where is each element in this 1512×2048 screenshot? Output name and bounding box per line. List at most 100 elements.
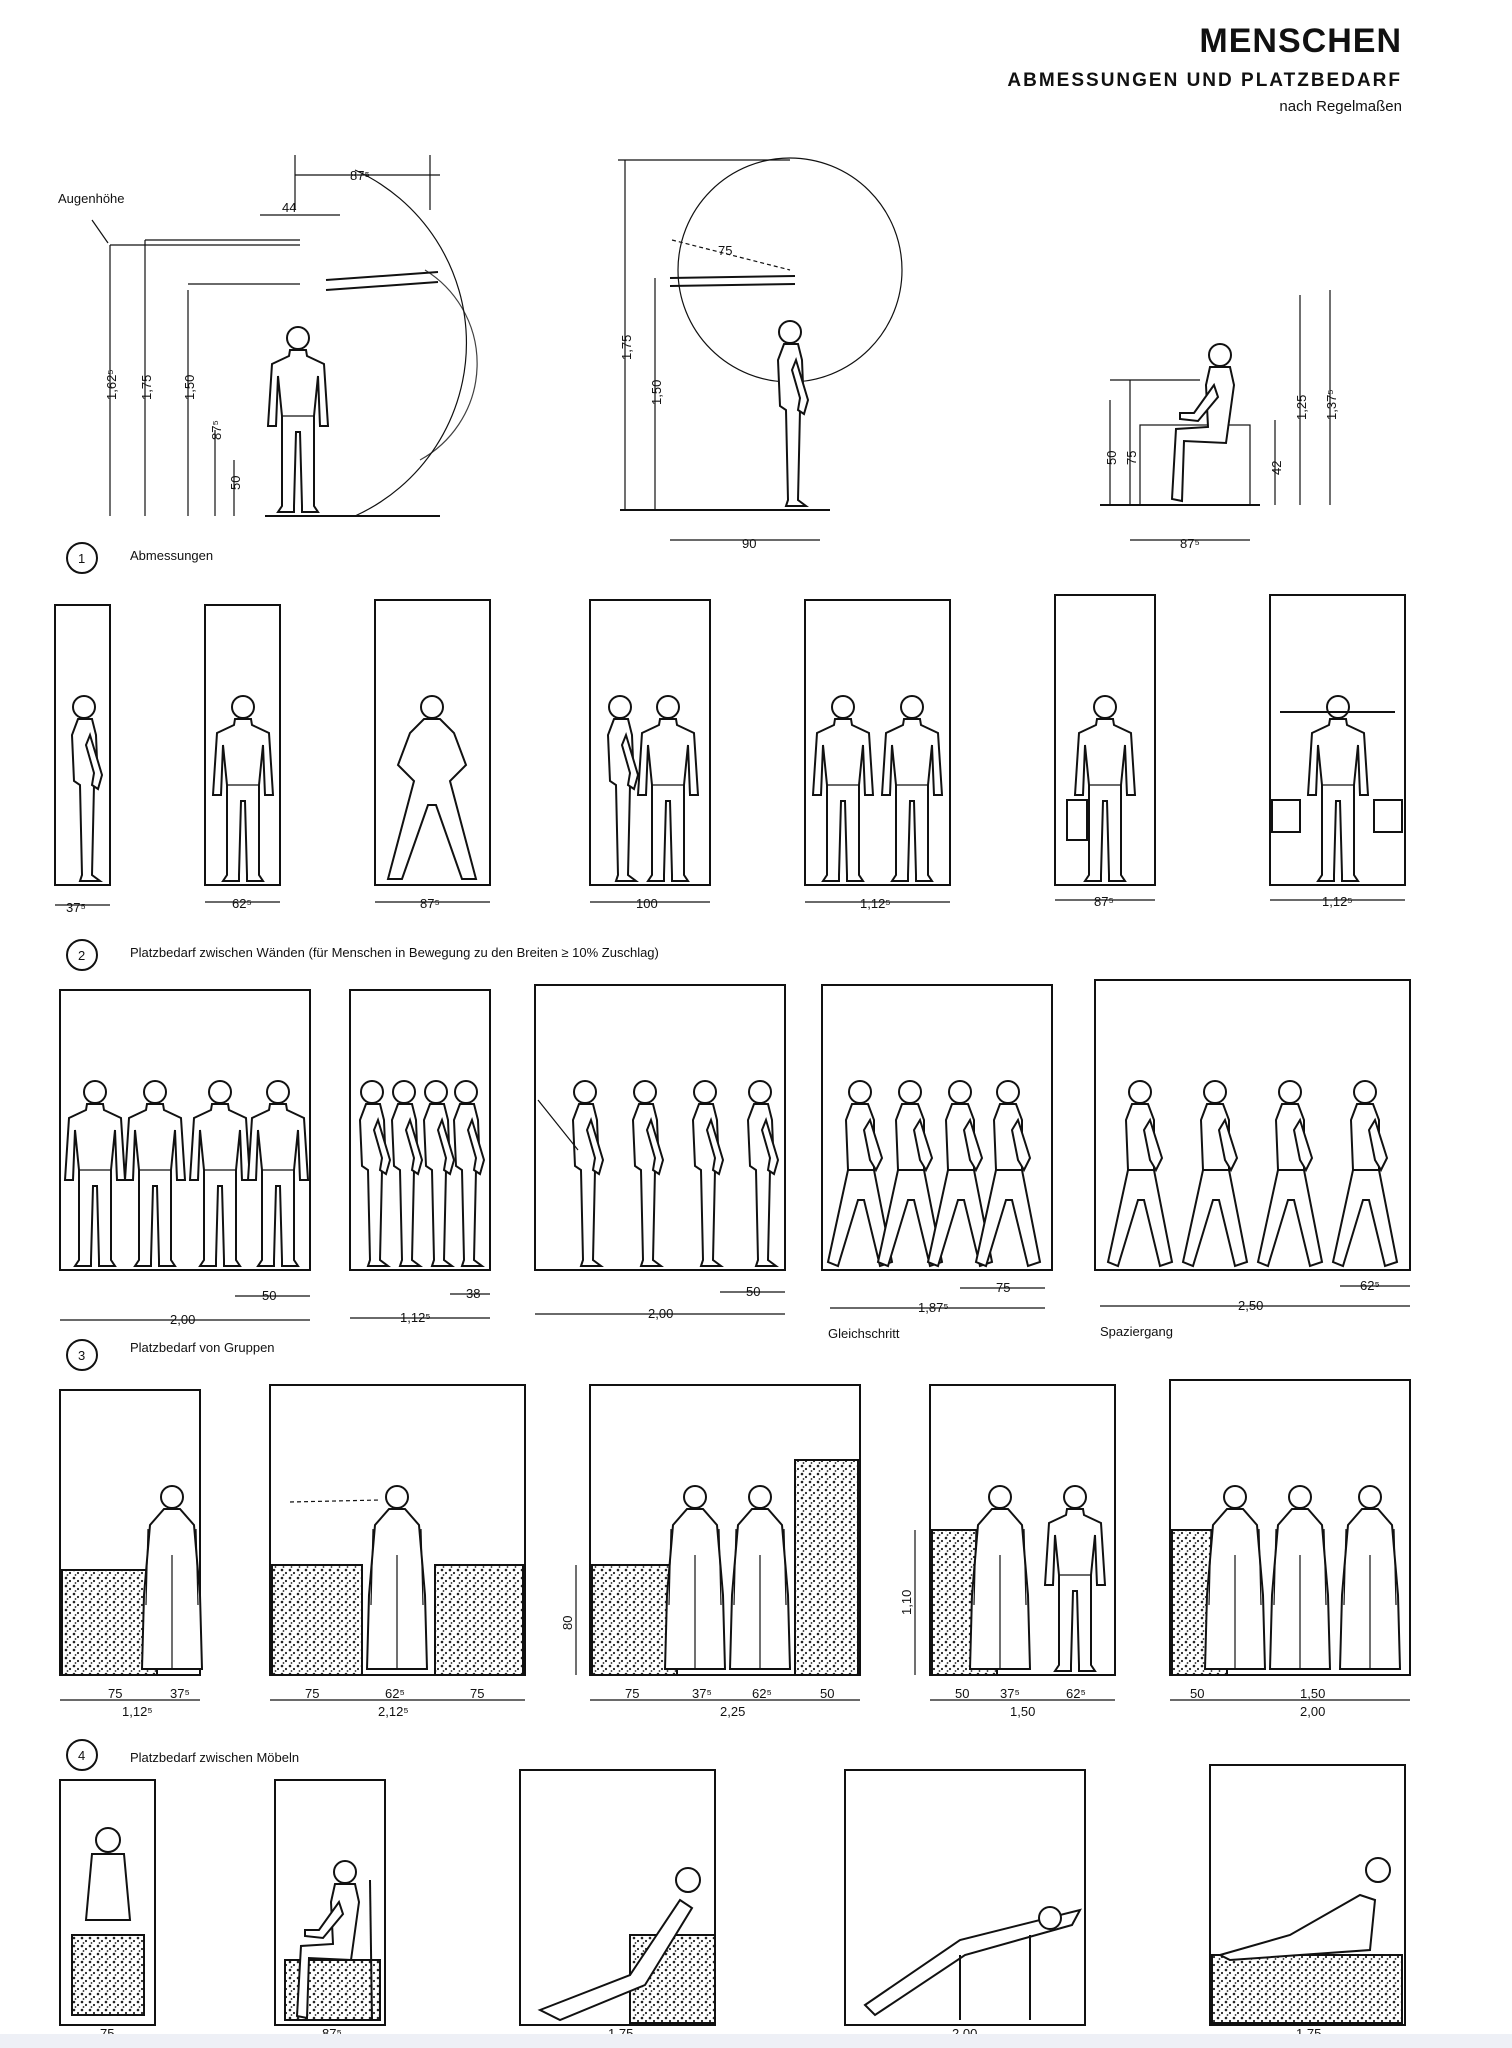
side-depth-dim: 90 [742,536,756,551]
reach-height-dim: 1,75 [619,335,634,360]
section-3-caption: Platzbedarf von Gruppen [130,1340,275,1355]
f2-dim-c: 75 [470,1686,484,1701]
section-3-number: 3 [78,1348,85,1363]
reach-radius-dim: 75 [718,243,732,258]
group-5-total: 2,50 [1238,1298,1263,1313]
section-3-marker [66,1339,98,1371]
table-height-dim: 75 [1124,451,1139,465]
furniture-box-2 [269,1384,526,1676]
eye-height-label: Augenhöhe [58,191,125,206]
width-5: 1,12⁵ [860,896,891,911]
wall-box-7 [1269,594,1406,886]
section-1-number: 1 [78,551,85,566]
group-box-3 [534,984,786,1271]
f3-dim-c: 62⁵ [752,1686,772,1701]
f4-dim-c: 62⁵ [1066,1686,1086,1701]
group-5-spacing: 62⁵ [1360,1278,1380,1293]
group-2-spacing: 38 [466,1286,480,1301]
page-subtitle: ABMESSUNGEN UND PLATZBEDARF [1007,70,1402,91]
f1-dim-b: 37⁵ [170,1686,190,1701]
furniture-box-3 [589,1384,861,1676]
standing-front-figure: Augenhöhe 87⁵ 44 1,62⁵ 1,75 1,50 87⁵ 50 [58,155,478,517]
counter-2a [271,1564,363,1676]
sit-height-dim: 1,25 [1294,395,1309,420]
lounger-4 [863,1908,1082,2017]
section-1-dimensions: Augenhöhe 87⁵ 44 1,62⁵ 1,75 1,50 87⁵ 50 … [58,155,1339,574]
head-width-dim: 44 [282,200,296,215]
f5-dim-b: 1,50 [1300,1686,1325,1701]
group-dims: 50 2,00 38 1,12⁵ 50 2,00 75 1,87⁵ Gleich… [60,1278,1410,1341]
width-6: 87⁵ [1094,894,1114,909]
f3-total: 2,25 [720,1704,745,1719]
f2-total: 2,12⁵ [378,1704,409,1719]
section-3-groups: 50 2,00 38 1,12⁵ 50 2,00 75 1,87⁵ Gleich… [59,979,1411,1371]
group-4-total: 1,87⁵ [918,1300,949,1315]
section-4-furniture: 80 1,10 75 37⁵ 1,12⁵ 75 62⁵ 75 2,12⁵ 75 … [59,1379,1411,1771]
group-5-label: Spaziergang [1100,1324,1173,1339]
section-5-seating: 75 87⁵ 1,75 2,00 1,75 [59,1764,1406,2041]
standing-side-figure: 1,75 1,50 75 90 [618,157,903,551]
counter-2b [434,1564,524,1676]
width-3: 87⁵ [420,896,440,911]
section-2-wall-spacing: 37⁵ 62⁵ 87⁵ 100 1,12⁵ 87⁵ 1,12⁵ 2 Platzb… [54,594,1406,971]
group-box-1 [59,989,311,1271]
f2-dim-a: 75 [305,1686,319,1701]
width-2: 62⁵ [232,896,252,911]
furniture-box-4 [929,1384,1116,1676]
wall-box-2 [204,604,281,886]
wall-box-3 [374,599,491,886]
eye-height-dim: 1,62⁵ [104,369,119,400]
seat-box-3 [519,1769,716,2026]
group-4-spacing: 75 [996,1280,1010,1295]
arm-span-dim: 87⁵ [350,168,370,183]
seat-box-4 [844,1769,1086,2026]
page-note: nach Regelmaßen [1279,98,1402,115]
wall-box-1 [54,604,111,886]
group-3-spacing: 50 [746,1284,760,1299]
seated-figure: 50 75 1,25 1,37⁵ 42 87⁵ [1100,290,1339,551]
section-2-caption: Platzbedarf zwischen Wänden (für Mensche… [130,945,659,960]
f2-dim-b: 62⁵ [385,1686,405,1701]
group-3-total: 2,00 [648,1306,673,1321]
group-box-2 [349,989,491,1271]
bucket-left-icon [1271,799,1301,833]
section-1-marker [66,542,98,574]
cabinet-3b [794,1459,859,1676]
wall-box-4 [589,599,711,886]
section-4-number: 4 [78,1748,85,1763]
counter-3-height: 80 [560,1616,575,1630]
seat-box-1 [59,1779,156,2026]
width-4: 100 [636,896,658,911]
shoulder-height-dim: 1,50 [182,375,197,400]
page-title: MENSCHEN [1199,22,1402,60]
body-height-dim: 1,75 [139,375,154,400]
seated-total-dim: 1,37⁵ [1324,389,1339,420]
seat-box-5 [1209,1764,1406,2026]
f5-total: 2,00 [1300,1704,1325,1719]
wall-width-dims: 37⁵ 62⁵ 87⁵ 100 1,12⁵ 87⁵ 1,12⁵ [55,894,1405,915]
section-2-marker [66,939,98,971]
width-1: 37⁵ [66,900,86,915]
group-1-total: 2,00 [170,1312,195,1327]
furniture-box-5 [1169,1379,1411,1676]
furniture-dims: 75 37⁵ 1,12⁵ 75 62⁵ 75 2,12⁵ 75 37⁵ 62⁵ … [60,1686,1410,1719]
bottom-edge [0,2034,1512,2048]
f3-dim-a: 75 [625,1686,639,1701]
group-4-label: Gleichschritt [828,1326,900,1341]
seat-height-dim: 50 [1104,451,1119,465]
f5-dim-a: 50 [1190,1686,1204,1701]
width-7: 1,12⁵ [1322,894,1353,909]
seated-knee-dim: 42 [1269,461,1284,475]
f4-dim-b: 37⁵ [1000,1686,1020,1701]
counter-4-height: 1,10 [899,1590,914,1615]
seat-box-2 [274,1779,386,2026]
section-4-caption: Platzbedarf zwischen Möbeln [130,1750,299,1765]
hand-height-dim: 87⁵ [209,420,224,440]
wall-box-5 [804,599,951,886]
counter-1 [61,1569,158,1676]
section-2-number: 2 [78,948,85,963]
wall-box-6 [1054,594,1156,886]
f4-dim-a: 50 [955,1686,969,1701]
f1-total: 1,12⁵ [122,1704,153,1719]
